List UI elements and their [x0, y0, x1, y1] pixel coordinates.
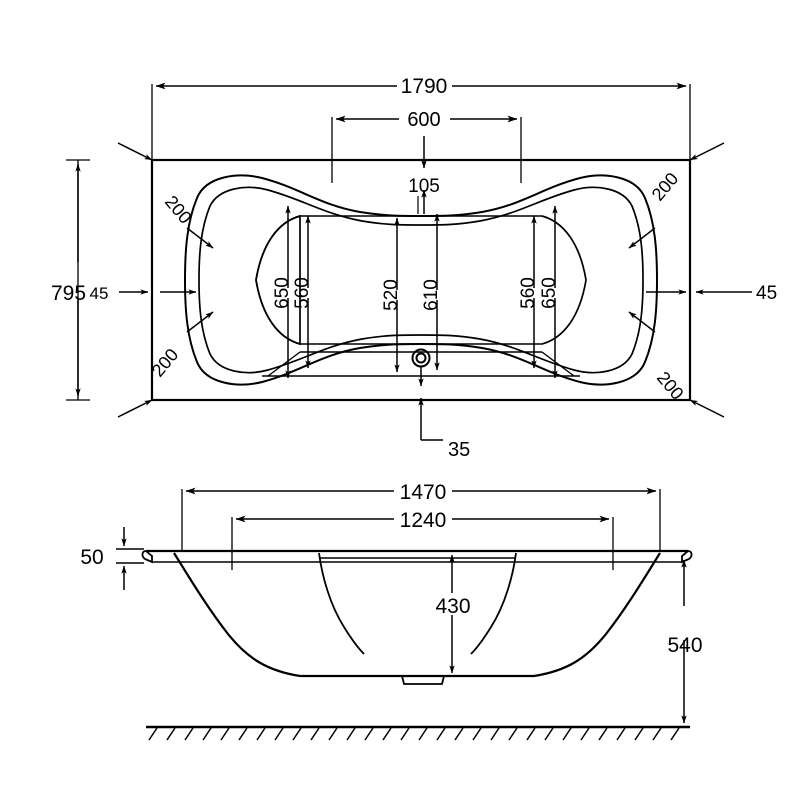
dim-label-45-left: 45 [90, 284, 109, 303]
dim-label-1470: 1470 [400, 481, 447, 504]
dim-label-600: 600 [407, 109, 440, 131]
basin-left-lobe-arc [255, 215, 301, 345]
leader-200-top-right-corner [689, 142, 725, 161]
waste-outlet-inner-ring [415, 352, 427, 364]
radius-arrow-200-bottom-right [628, 311, 656, 333]
dim-label-560-right: 560 [518, 277, 539, 309]
elevation-view-group: 50 1470 1240 430 [80, 481, 703, 741]
elevation-basin-right-wall [470, 552, 517, 655]
elevation-waste-recess [401, 675, 445, 685]
dim-label-35: 35 [448, 439, 470, 461]
leader-200-top-left-corner [117, 142, 153, 161]
dim-label-50: 50 [80, 546, 103, 569]
radius-arrow-200-bottom-left [186, 311, 214, 333]
dim-label-1240: 1240 [400, 509, 447, 532]
plan-view-group: 1790 600 105 795 45 45 200 200 [51, 75, 777, 461]
dim-label-105: 105 [408, 176, 440, 197]
dim-label-520: 520 [381, 279, 402, 311]
elevation-basin-left-wall [318, 552, 365, 655]
dim-label-560-left: 560 [292, 277, 313, 309]
elevation-rim-left-cap [141, 550, 153, 564]
dim-label-45-right: 45 [756, 283, 777, 304]
leader-200-bottom-right-corner [689, 399, 725, 418]
dim-label-610: 610 [421, 279, 442, 311]
basin-ledge-chamfer-left [267, 351, 301, 377]
dim-label-1790: 1790 [401, 75, 448, 98]
basin-right-lobe-arc [541, 215, 587, 345]
dim-label-795: 795 [51, 282, 86, 305]
leader-200-bottom-left-corner [117, 399, 153, 418]
ground-hatching [148, 727, 680, 741]
dim-label-540: 540 [667, 634, 702, 657]
basin-ledge-chamfer-right [541, 351, 575, 377]
dim-label-650-right: 650 [539, 277, 560, 309]
radius-arrow-200-top-right [628, 227, 656, 249]
dim-label-430: 430 [435, 595, 470, 618]
dim-label-650-left: 650 [272, 277, 293, 309]
radius-arrow-200-top-left [186, 227, 214, 249]
elevation-bath-outer-profile [173, 552, 661, 678]
